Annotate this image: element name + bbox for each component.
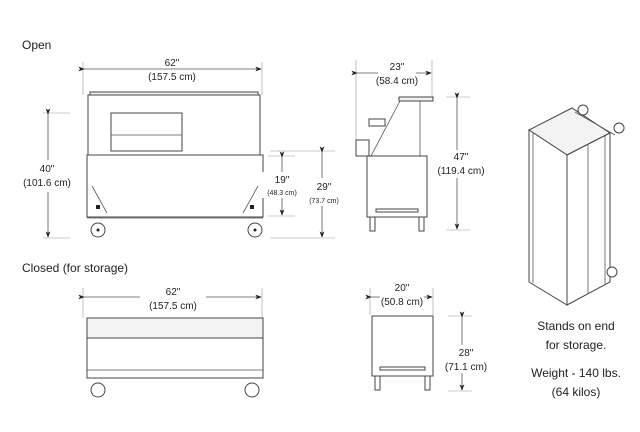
open-side-width-in: 23" [390, 62, 405, 73]
caster-wheel-icon [244, 382, 260, 398]
caster-wheel-icon [606, 266, 618, 278]
counter-height-cm: (73.7 cm) [309, 198, 339, 205]
caster-wheel-icon [577, 104, 589, 116]
caster-wheel-icon [613, 122, 625, 134]
note-line-1: Stands on end [537, 319, 614, 333]
inner-height-in: 19" [275, 175, 290, 186]
closed-front-view: 62" (157.5 cm) [78, 284, 264, 398]
weight-lbs: Weight - 140 lbs. [531, 366, 621, 380]
open-height-cm: (101.6 cm) [23, 178, 71, 189]
closed-side-width-in: 20" [395, 283, 410, 294]
inner-height-cm: (48.3 cm) [267, 190, 297, 197]
open-side-view: 23" (58.4 cm) 47" (119.4 cm) [351, 60, 485, 232]
caster-wheel-icon [90, 382, 106, 398]
open-section-label: Open [22, 38, 51, 52]
cabinet-body [86, 154, 264, 218]
closed-side-view: 20" (50.8 cm) 28" (71.1 cm) [365, 282, 490, 392]
closed-side-height-in: 28" [459, 348, 474, 359]
closed-section-label: Closed (for storage) [22, 261, 128, 275]
open-front-width-in: 62" [165, 58, 180, 69]
open-height-in: 40" [40, 164, 55, 175]
weight-kilos: (64 kilos) [552, 385, 601, 399]
open-side-width-cm: (58.4 cm) [376, 76, 418, 87]
closed-front-width-in: 62" [166, 287, 181, 298]
open-front-width-cm: (157.5 cm) [148, 72, 196, 83]
closed-side-height-cm: (71.1 cm) [445, 362, 487, 373]
counter-height-in: 29" [317, 182, 332, 193]
open-side-height-cm: (119.4 cm) [437, 166, 484, 177]
note-line-2: for storage. [546, 338, 607, 352]
open-front-view: 62" (157.5 cm) 40" (101.6 cm) 19" (48.3 … [20, 58, 342, 239]
upright-storage-view [528, 104, 625, 306]
open-side-height-in: 47" [454, 152, 469, 163]
closed-side-width-cm: (50.8 cm) [381, 297, 423, 308]
closed-front-width-cm: (157.5 cm) [149, 301, 197, 312]
storage-notes: Stands on end for storage. Weight - 140 … [531, 319, 621, 399]
